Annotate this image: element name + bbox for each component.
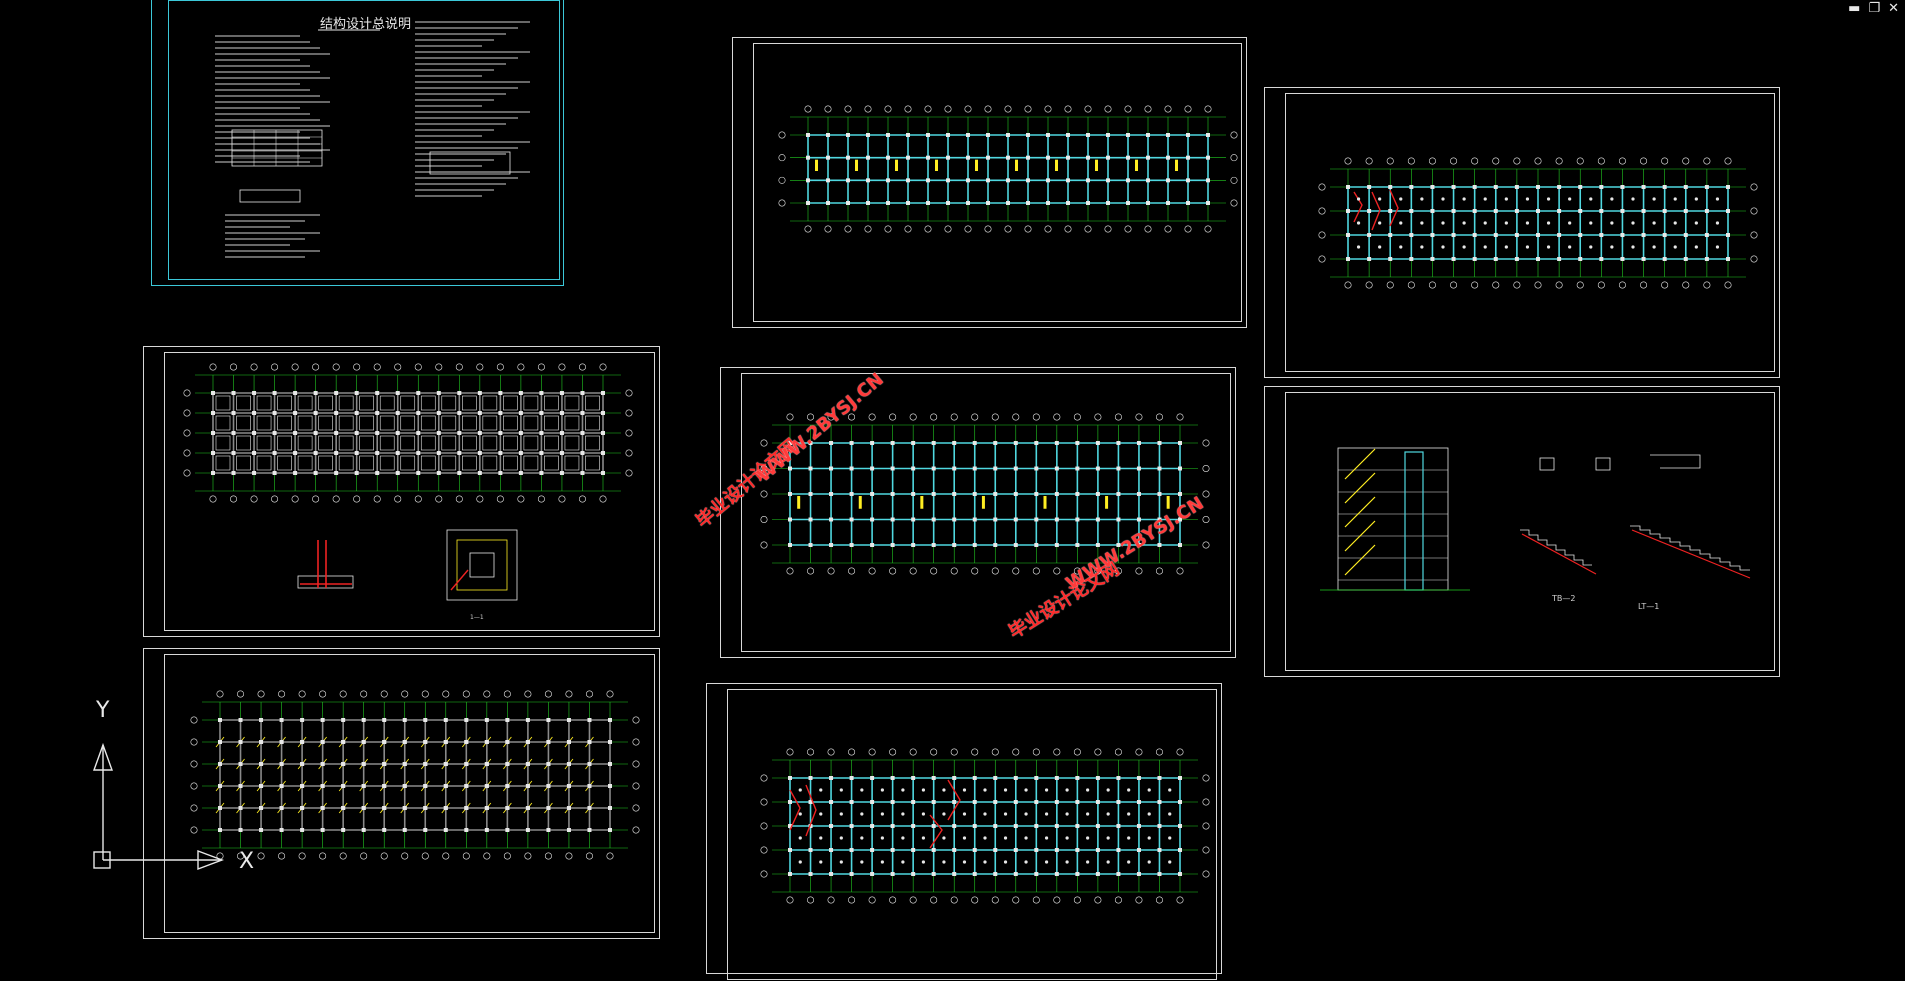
- window-controls: ▬ ❐ ✕: [1848, 2, 1899, 15]
- structural-grid: [190, 690, 640, 860]
- sheet-floor-plan-3[interactable]: [706, 683, 1222, 980]
- restore-button[interactable]: ❐: [1868, 1, 1881, 16]
- sheet-floor-plan-2[interactable]: [720, 367, 1236, 658]
- caption-lt1: LT—1: [1638, 602, 1660, 611]
- sheet-foundation-plan[interactable]: [143, 346, 660, 637]
- structural-grid: [760, 413, 1210, 575]
- structural-grid: [183, 363, 633, 503]
- sheet-roof-plan[interactable]: [1264, 87, 1780, 378]
- minimize-button[interactable]: ▬: [1848, 1, 1861, 16]
- close-button[interactable]: ✕: [1888, 1, 1899, 16]
- structural-grid: [778, 105, 1238, 233]
- sheet-stair-details[interactable]: [1264, 386, 1780, 677]
- sheet-general-notes[interactable]: 结构设计总说明: [151, 0, 564, 286]
- caption-tb2: TB—2: [1552, 594, 1576, 603]
- ucs-x-label: X: [239, 849, 255, 874]
- caption-jb-1: 1—1: [470, 614, 484, 621]
- sheet-floor-plan-1[interactable]: [732, 37, 1247, 328]
- structural-grid: [1318, 157, 1758, 289]
- ucs-y-arrow: [93, 742, 113, 771]
- sheet-column-plan[interactable]: [143, 648, 660, 939]
- sheet-title: 结构设计总说明: [320, 17, 412, 32]
- ucs-x-arrow: [197, 849, 224, 871]
- ucs-y-label: Y: [96, 698, 110, 723]
- structural-grid: [760, 748, 1210, 904]
